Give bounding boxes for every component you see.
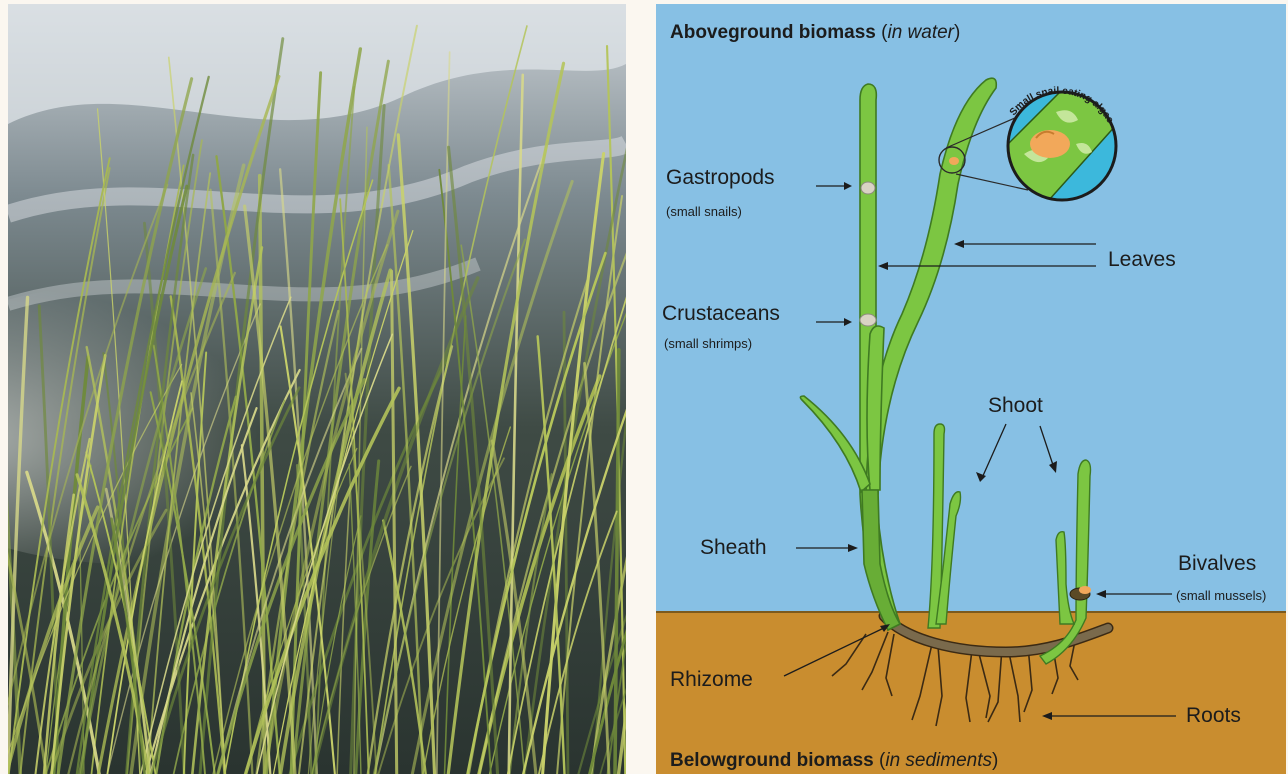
seagrass-photo: [8, 4, 626, 774]
label-sheath: Sheath: [700, 536, 767, 559]
label-leaves: Leaves: [1108, 248, 1176, 271]
label-bivalves-sub: (small mussels): [1176, 588, 1266, 603]
label-gastropods-sub: (small snails): [666, 204, 742, 219]
label-crustaceans-sub: (small shrimps): [664, 336, 752, 351]
label-bivalves: Bivalves: [1178, 552, 1256, 575]
label-shoot: Shoot: [988, 394, 1043, 417]
label-rhizome: Rhizome: [670, 668, 753, 691]
seagrass-diagram: Aboveground biomass (in water): [656, 4, 1286, 774]
heading-belowground: Belowground biomass (in sediments): [670, 750, 998, 771]
heading-aboveground: Aboveground biomass (in water): [670, 22, 960, 43]
bivalve-shell: [1079, 586, 1091, 594]
seagrass-photo-canvas: [8, 4, 626, 774]
small-snail: [949, 157, 959, 165]
inset-snail: [1030, 130, 1070, 158]
gastropod-marker: [861, 182, 875, 194]
label-gastropods: Gastropods: [666, 166, 775, 189]
diagram-canvas: Aboveground biomass (in water): [656, 4, 1286, 774]
label-roots: Roots: [1186, 704, 1241, 727]
crustacean-marker: [860, 314, 876, 326]
label-crustaceans: Crustaceans: [662, 302, 780, 325]
